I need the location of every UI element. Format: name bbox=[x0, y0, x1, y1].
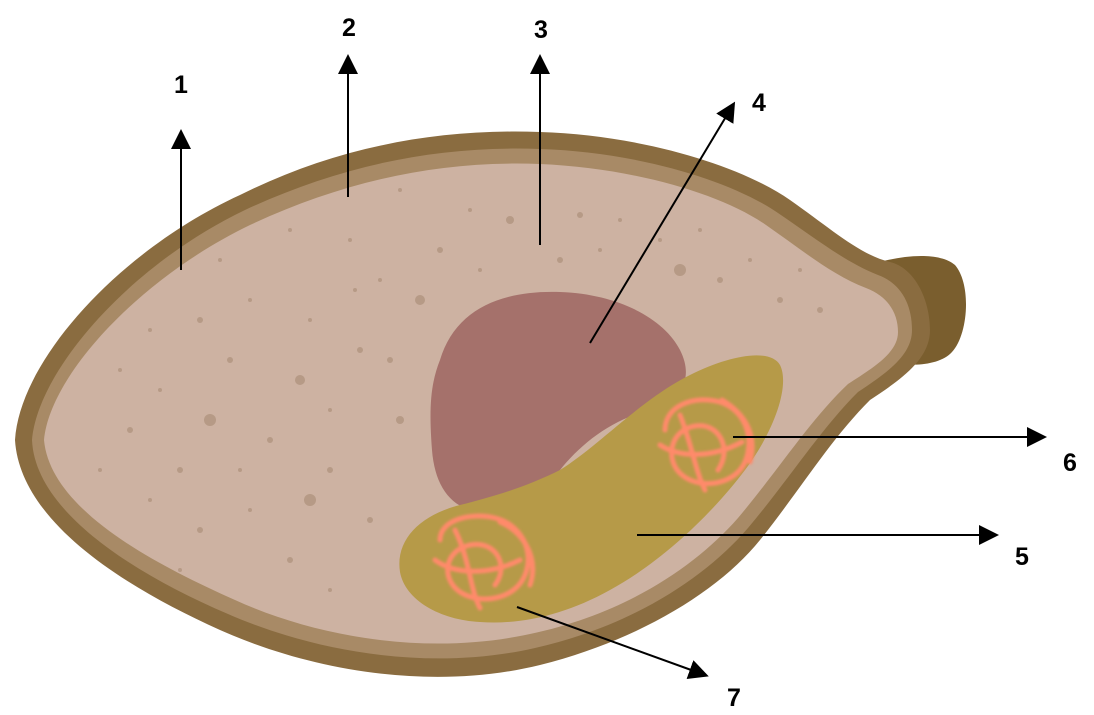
label-3: 3 bbox=[534, 18, 548, 43]
label-5: 5 bbox=[1015, 545, 1029, 570]
label-1: 1 bbox=[174, 73, 188, 98]
label-6: 6 bbox=[1063, 451, 1077, 476]
label-7: 7 bbox=[727, 686, 741, 711]
label-4: 4 bbox=[752, 91, 766, 116]
label-2: 2 bbox=[342, 16, 356, 41]
